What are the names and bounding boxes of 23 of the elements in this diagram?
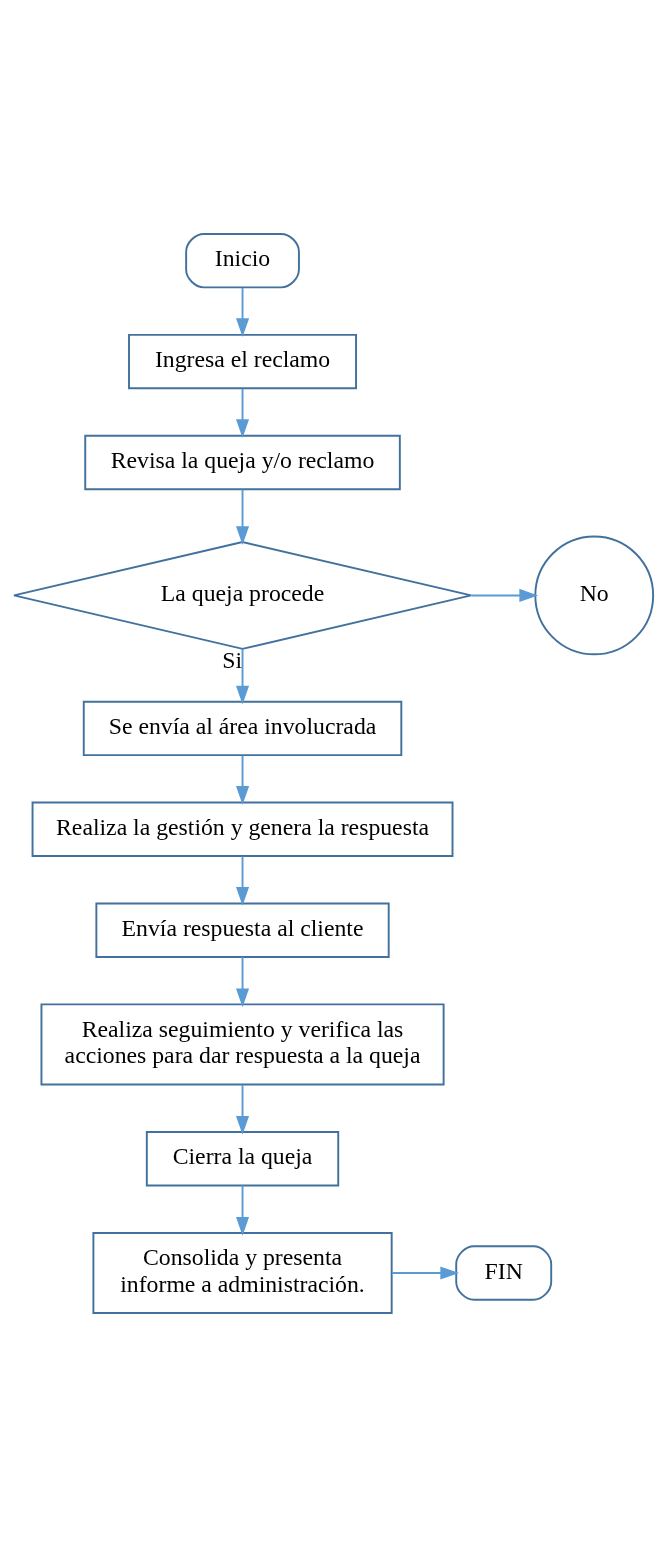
- arrow: [236, 754, 250, 805]
- node-box: FIN: [455, 1245, 553, 1301]
- arrow: [236, 648, 250, 705]
- node-box: Envía respuesta al cliente: [95, 902, 390, 958]
- node-box: Revisa la queja y/o reclamo: [84, 434, 401, 491]
- node-circle: No: [534, 535, 655, 656]
- arrow: [236, 956, 250, 1008]
- node-box: Cierra la queja: [145, 1131, 340, 1187]
- node-box: Se envía al área involucrada: [82, 700, 403, 757]
- arrow: [470, 588, 539, 602]
- arrow: [236, 1184, 250, 1236]
- node-box: Inicio: [185, 232, 300, 289]
- arrow: [236, 286, 250, 338]
- arrow: [236, 488, 250, 545]
- arrow: [236, 855, 250, 906]
- node-diamond: La queja procede: [13, 541, 473, 650]
- arrow: [391, 1266, 460, 1280]
- node-box: Ingresa el reclamo: [128, 333, 358, 390]
- node-box: Realiza seguimiento y verifica las acciones para dar respuesta a la queja: [40, 1003, 445, 1086]
- arrow: [236, 387, 250, 438]
- node-box: Realiza la gestión y genera la respuesta: [31, 801, 454, 857]
- arrow: [236, 1083, 250, 1135]
- node-box: Consolida y presenta informe a administración.: [92, 1231, 393, 1315]
